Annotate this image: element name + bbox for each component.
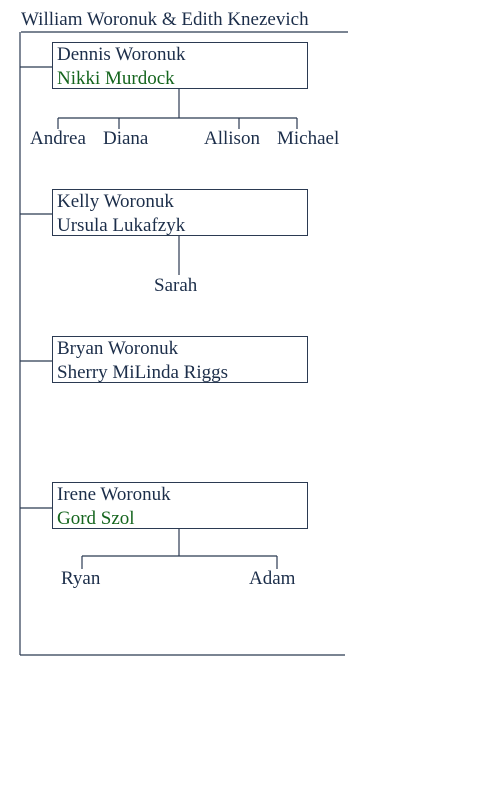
spouse-name: Sherry MiLinda Riggs: [57, 362, 228, 383]
spouse-name: Ursula Lukafzyk: [57, 215, 186, 236]
child-name: Andrea: [30, 128, 86, 149]
family-box-irene: Irene Woronuk Gord Szol: [52, 482, 308, 529]
child-name: Allison: [204, 128, 260, 149]
child-name: Adam: [249, 568, 296, 589]
family-box-bryan: Bryan Woronuk Sherry MiLinda Riggs: [52, 336, 308, 383]
child-name: Diana: [103, 128, 149, 149]
family-box-kelly: Kelly Woronuk Ursula Lukafzyk: [52, 189, 308, 236]
person-name: Irene Woronuk: [57, 484, 171, 505]
spouse-name: Nikki Murdock: [57, 68, 175, 89]
person-name: Kelly Woronuk: [57, 191, 174, 212]
child-name: Sarah: [154, 275, 198, 296]
root-couple-title: William Woronuk & Edith Knezevich: [21, 9, 309, 30]
family-box-dennis: Dennis Woronuk Nikki Murdock: [52, 42, 308, 89]
person-name: Dennis Woronuk: [57, 44, 186, 65]
child-name: Michael: [277, 128, 340, 149]
child-name: Ryan: [61, 568, 101, 589]
spouse-name: Gord Szol: [57, 508, 135, 529]
person-name: Bryan Woronuk: [57, 338, 179, 359]
